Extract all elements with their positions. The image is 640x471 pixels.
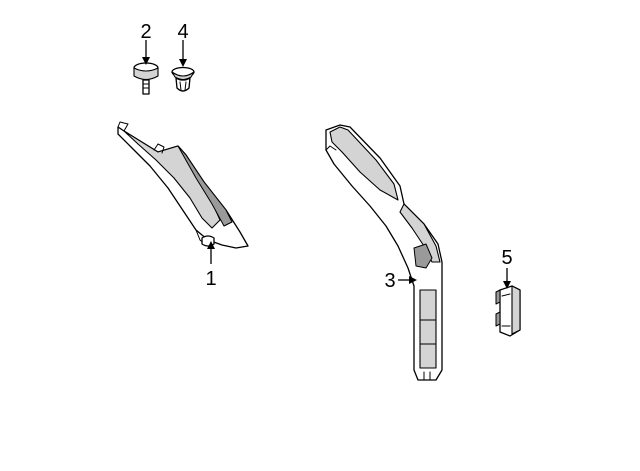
callout-5: 5 bbox=[501, 247, 512, 269]
part-4-clip bbox=[171, 66, 195, 92]
part-5-trim-cap bbox=[495, 285, 521, 337]
leader-5 bbox=[503, 268, 511, 289]
callout-2: 2 bbox=[140, 21, 151, 43]
part-2-push-pin bbox=[133, 62, 159, 95]
part-1-pillar-trim bbox=[117, 121, 249, 249]
callout-3: 3 bbox=[384, 270, 395, 292]
leader-2 bbox=[142, 40, 150, 65]
callout-1: 1 bbox=[205, 268, 216, 290]
leader-3 bbox=[398, 276, 417, 284]
leader-4 bbox=[179, 40, 187, 67]
part-3-pillar-trim bbox=[325, 124, 443, 381]
callout-4: 4 bbox=[177, 21, 188, 43]
leader-1 bbox=[207, 241, 215, 264]
